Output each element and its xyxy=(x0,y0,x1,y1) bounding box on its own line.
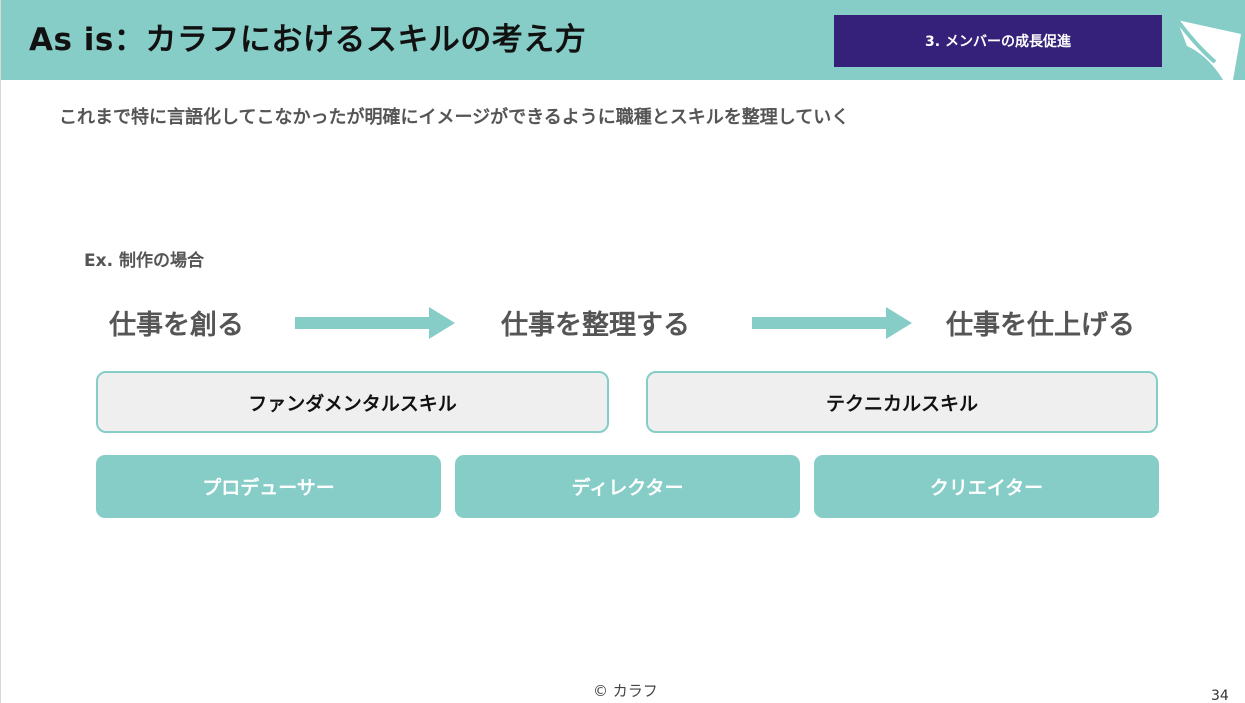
role-producer-box: プロデューサー xyxy=(96,455,441,518)
step-create-work: 仕事を創る xyxy=(109,310,244,341)
header-bar: As is：カラフにおけるスキルの考え方 3. メンバーの成長促進 xyxy=(1,0,1245,80)
fundamental-skill-box: ファンダメンタルスキル xyxy=(96,371,609,433)
step-organize-work: 仕事を整理する xyxy=(501,310,690,341)
section-badge: 3. メンバーの成長促進 xyxy=(834,15,1162,67)
right-arrow-icon xyxy=(752,307,912,339)
subtitle-text: これまで特に言語化してこなかったが明確にイメージができるように職種とスキルを整理… xyxy=(59,107,850,128)
step-finish-work: 仕事を仕上げる xyxy=(946,310,1135,341)
page-number: 34 xyxy=(1211,688,1229,703)
right-arrow-icon xyxy=(295,307,455,339)
page-title: As is：カラフにおけるスキルの考え方 xyxy=(29,22,587,58)
example-label: Ex. 制作の場合 xyxy=(84,251,204,271)
role-director-box: ディレクター xyxy=(455,455,800,518)
role-creator-box: クリエイター xyxy=(814,455,1159,518)
copyright-footer: © カラフ xyxy=(593,682,658,700)
paper-sail-logo-icon xyxy=(1175,18,1241,80)
technical-skill-box: テクニカルスキル xyxy=(646,371,1158,433)
